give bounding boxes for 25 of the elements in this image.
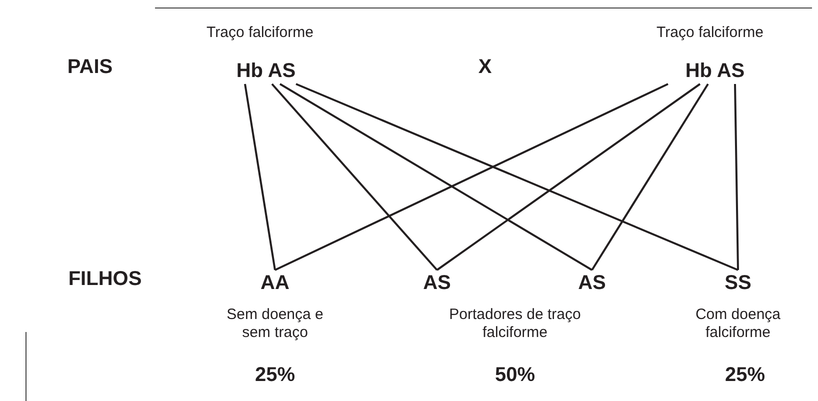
percentage: 50%	[494, 366, 536, 384]
row-label: PAIS	[66, 58, 114, 76]
genotype-label: AS	[417, 270, 457, 296]
cross-symbol: X	[477, 58, 493, 76]
connector-line	[296, 83, 738, 271]
connector-line	[271, 83, 438, 271]
genotype-label: AA	[255, 270, 295, 296]
connector-line	[734, 84, 739, 270]
genotype-caption: Traço falciforme	[206, 24, 314, 42]
connector-line	[279, 83, 593, 271]
percentage: 25%	[724, 366, 766, 384]
genotype-label: Hb AS	[677, 58, 753, 84]
percentage: 25%	[254, 366, 296, 384]
genotype-label: Hb AS	[228, 58, 304, 84]
genotype-caption: Com doença falciforme	[694, 306, 782, 342]
connector-line	[274, 83, 668, 271]
genotype-label: SS	[718, 270, 758, 296]
connector-line	[244, 84, 276, 270]
connector-line	[436, 83, 701, 271]
genotype-caption: Sem doença e sem traço	[226, 306, 324, 342]
row-label: FILHOS	[67, 270, 143, 288]
genotype-label: AS	[572, 270, 612, 296]
genotype-caption: Traço falciforme	[656, 24, 764, 42]
group-caption: Portadores de traço falciforme	[448, 306, 582, 342]
connector-line	[591, 83, 709, 271]
